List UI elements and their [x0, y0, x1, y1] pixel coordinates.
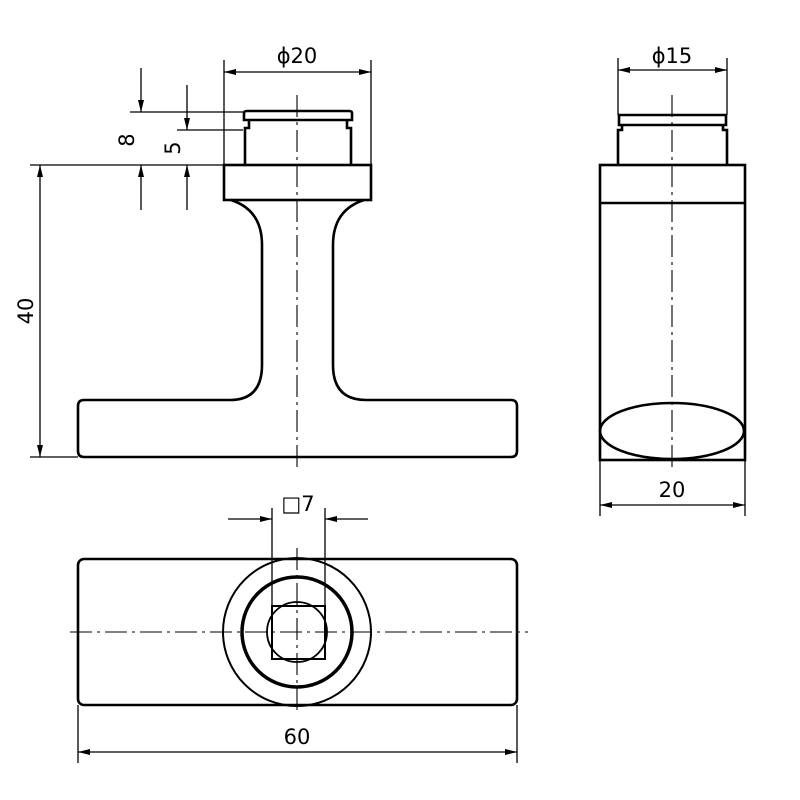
- dim-front-top-diameter: ϕ20: [277, 44, 318, 68]
- dim-side-top-diameter: ϕ15: [652, 44, 693, 68]
- dim-front-neck-height: 5: [161, 141, 185, 154]
- dim-front-body-height: 40: [14, 298, 38, 325]
- bottom-dimensions: □7 60: [77, 492, 518, 763]
- dim-bottom-length: 60: [284, 725, 311, 749]
- dim-side-width: 20: [659, 478, 686, 502]
- dim-bottom-square: □7: [281, 492, 314, 516]
- side-dimensions: ϕ15 20: [599, 44, 746, 516]
- front-view: [76, 95, 519, 468]
- front-dimensions: ϕ20 8 5 40: [14, 44, 372, 458]
- dim-front-lip-height: 8: [115, 133, 139, 146]
- bottom-view: [70, 548, 528, 715]
- side-view: [598, 95, 747, 470]
